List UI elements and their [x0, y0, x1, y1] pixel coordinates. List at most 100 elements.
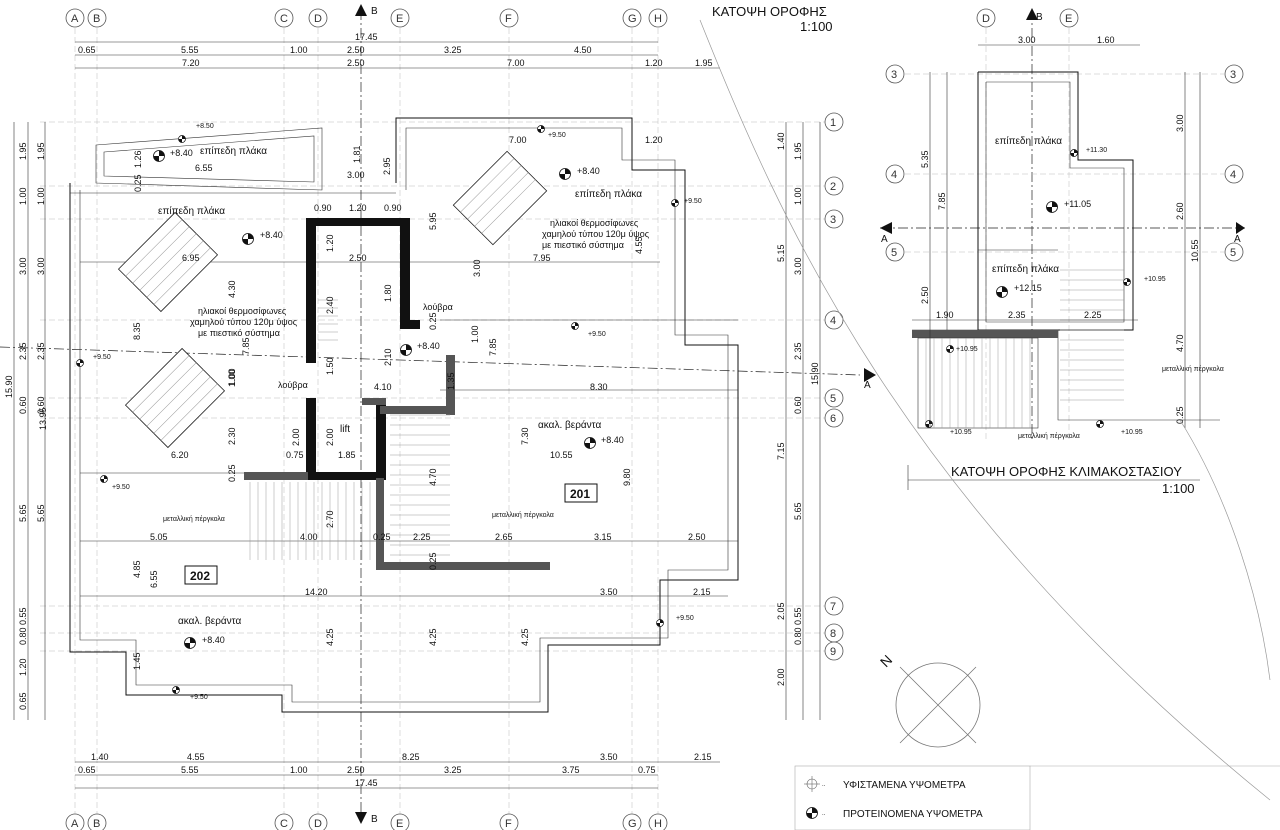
svg-text:2.30: 2.30 — [227, 427, 237, 445]
label-veranda-201: ακαλ. βεράντα — [538, 419, 601, 431]
svg-text:3.25: 3.25 — [444, 45, 462, 55]
svg-text:2.35: 2.35 — [1008, 310, 1026, 320]
svg-text:3.00: 3.00 — [793, 257, 803, 275]
svg-text:1.20: 1.20 — [349, 203, 367, 213]
svg-text:17.45: 17.45 — [355, 32, 378, 42]
svg-text:2.50: 2.50 — [920, 286, 930, 304]
svg-text:6.55: 6.55 — [195, 163, 213, 173]
svg-text:2.25: 2.25 — [1084, 310, 1102, 320]
svg-text:13.95: 13.95 — [38, 407, 48, 430]
main-plan-scale: 1:100 — [800, 19, 833, 34]
svg-text:2.50: 2.50 — [347, 45, 365, 55]
svg-text:8.35: 8.35 — [132, 322, 142, 340]
north-arrow: N — [877, 652, 981, 748]
svg-text:+11.30: +11.30 — [1086, 147, 1107, 154]
svg-text:7.30: 7.30 — [520, 427, 530, 445]
svg-text:1.90: 1.90 — [936, 310, 954, 320]
svg-text:1.20: 1.20 — [18, 658, 28, 676]
north-arrow-label: N — [877, 652, 895, 670]
svg-text:2.50: 2.50 — [349, 253, 367, 263]
svg-text:6.20: 6.20 — [171, 450, 189, 460]
svg-text:5.05: 5.05 — [150, 532, 168, 542]
svg-text:1.85: 1.85 — [338, 450, 356, 460]
bottom-grid-bubbles: A B C D E F G H — [65, 813, 668, 830]
section-line-a — [0, 346, 861, 376]
label-flat-slab-3: επίπεδη πλάκα — [575, 188, 642, 200]
svg-text:0.60: 0.60 — [793, 396, 803, 414]
svg-text:1.95: 1.95 — [695, 58, 713, 68]
svg-text:F: F — [505, 13, 512, 25]
svg-text:0.25: 0.25 — [227, 464, 237, 482]
svg-text:+9.50: +9.50 — [93, 354, 111, 361]
svg-text:7.00: 7.00 — [507, 58, 525, 68]
right-dimensions: 1.40 1.95 1.00 3.00 5.15 2.35 0.60 15.90… — [776, 122, 821, 720]
pergola-hatch — [249, 482, 371, 560]
svg-text:2.60: 2.60 — [1175, 202, 1185, 220]
svg-text:4.70: 4.70 — [428, 468, 438, 486]
svg-text:3: 3 — [1230, 69, 1236, 81]
svg-text:2.25: 2.25 — [413, 532, 431, 542]
stair-grid-e: E — [1065, 13, 1072, 25]
svg-text:+9.50: +9.50 — [684, 198, 702, 205]
label-pergola-2: μεταλλική πέργκολα — [492, 511, 554, 519]
stair-section-label-a-right: A — [1234, 234, 1241, 245]
svg-text:14.20: 14.20 — [305, 587, 328, 597]
svg-text:3.00: 3.00 — [1018, 35, 1036, 45]
svg-text:3.50: 3.50 — [600, 752, 618, 762]
svg-text:1.60: 1.60 — [1097, 35, 1115, 45]
stair-plan-scale: 1:100 — [1162, 481, 1195, 496]
label-flat-slab-2: επίπεδη πλάκα — [158, 205, 225, 217]
section-label-b-top: B — [371, 6, 378, 17]
svg-text:3.15: 3.15 — [594, 532, 612, 542]
svg-text:3: 3 — [830, 214, 836, 226]
svg-text:7.15: 7.15 — [776, 442, 786, 460]
svg-text:E: E — [396, 818, 403, 830]
svg-text:2.65: 2.65 — [495, 532, 513, 542]
svg-text:..: .. — [822, 782, 826, 788]
svg-text:2.00: 2.00 — [325, 428, 335, 446]
label-louvre-2: λούβρα — [278, 380, 308, 390]
svg-text:1.00: 1.00 — [227, 369, 237, 387]
svg-text:5.55: 5.55 — [181, 45, 199, 55]
svg-text:H: H — [654, 13, 662, 25]
svg-text:4.50: 4.50 — [574, 45, 592, 55]
svg-text:8: 8 — [830, 628, 836, 640]
svg-text:2.50: 2.50 — [347, 765, 365, 775]
top-grid-bubbles: A B C D E F G H — [65, 8, 668, 28]
svg-text:5.35: 5.35 — [920, 150, 930, 168]
svg-text:9: 9 — [830, 646, 836, 658]
svg-text:+9.50: +9.50 — [548, 132, 566, 139]
svg-text:4: 4 — [891, 169, 897, 181]
svg-text:3.25: 3.25 — [444, 765, 462, 775]
svg-text:0.65: 0.65 — [78, 765, 96, 775]
svg-text:1.50: 1.50 — [325, 357, 335, 375]
svg-text:B: B — [93, 818, 100, 830]
svg-text:+8.40: +8.40 — [417, 341, 440, 351]
svg-text:3.00: 3.00 — [347, 170, 365, 180]
stair-treads — [318, 299, 450, 556]
svg-text:0.80: 0.80 — [18, 627, 28, 645]
svg-text:2.15: 2.15 — [694, 752, 712, 762]
svg-text:3.75: 3.75 — [562, 765, 580, 775]
svg-text:4: 4 — [830, 315, 836, 327]
svg-text:4.85: 4.85 — [132, 560, 142, 578]
svg-text:0.90: 0.90 — [384, 203, 402, 213]
svg-text:D: D — [314, 818, 322, 830]
svg-text:2.40: 2.40 — [325, 296, 335, 314]
stair-plan: B A A D E 3 4 5 3 4 5 3.00 1.60 — [880, 8, 1245, 496]
svg-text:17.45: 17.45 — [355, 778, 378, 788]
svg-text:1.00: 1.00 — [290, 765, 308, 775]
svg-text:1.00: 1.00 — [18, 187, 28, 205]
svg-text:1.40: 1.40 — [776, 132, 786, 150]
svg-text:1.95: 1.95 — [36, 142, 46, 160]
svg-text:C: C — [280, 818, 288, 830]
svg-text:4.25: 4.25 — [428, 628, 438, 646]
svg-text:1.00: 1.00 — [793, 187, 803, 205]
svg-text:4.55: 4.55 — [187, 752, 205, 762]
main-plan: A B B A B C D E F G H A B C D E F G H 1 — [0, 4, 876, 830]
svg-text:+8.40: +8.40 — [577, 166, 600, 176]
svg-text:1.35: 1.35 — [446, 372, 456, 390]
solar-text-2a: χαμηλού τύπου 120μ ύψος — [190, 317, 298, 327]
svg-text:5.95: 5.95 — [428, 212, 438, 230]
svg-text:2: 2 — [830, 181, 836, 193]
